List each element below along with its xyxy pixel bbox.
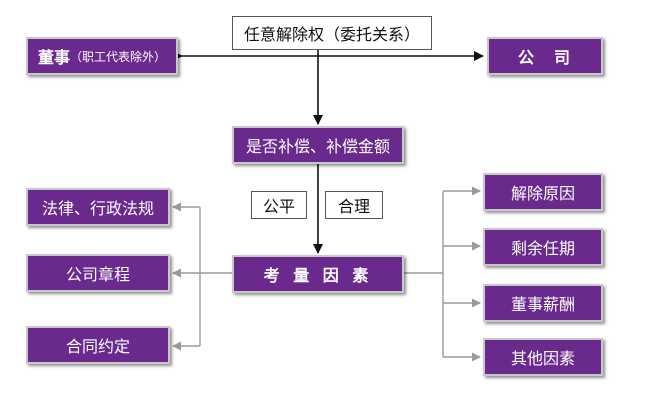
left-item-law: 法律、行政法规: [26, 188, 170, 226]
left-item-law-label: 法律、行政法规: [41, 199, 154, 218]
company-box: 公 司: [487, 37, 603, 75]
left-item-contract-label: 合同约定: [65, 337, 130, 356]
fair-label: 公平: [262, 197, 295, 216]
left-item-articles: 公司章程: [26, 254, 170, 292]
factors-box: 考 量 因 素: [232, 255, 404, 293]
reasonable-box: 合理: [325, 191, 383, 219]
compensation-label: 是否补偿、补偿金额: [245, 137, 390, 156]
reasonable-label: 合理: [337, 197, 370, 216]
right-item-reason-label: 解除原因: [510, 184, 575, 203]
company-label: 公 司: [517, 48, 572, 67]
right-item-term-label: 剩余任期: [510, 239, 575, 258]
termination-right-box: 任意解除权（委托关系）: [232, 16, 432, 50]
factors-label: 考 量 因 素: [263, 266, 373, 285]
compensation-box: 是否补偿、补偿金额: [232, 126, 404, 164]
termination-right-label: 任意解除权（委托关系）: [243, 25, 420, 44]
right-item-term: 剩余任期: [483, 228, 603, 266]
left-item-articles-label: 公司章程: [65, 265, 130, 284]
right-item-salary-label: 董事薪酬: [510, 295, 575, 314]
director-box: 董事（职工代表除外）: [26, 37, 178, 75]
right-item-other: 其他因素: [483, 338, 603, 376]
right-item-reason: 解除原因: [483, 173, 603, 211]
right-item-other-label: 其他因素: [510, 349, 575, 368]
left-item-contract: 合同约定: [26, 326, 170, 364]
director-label: 董事: [37, 48, 70, 67]
right-item-salary: 董事薪酬: [483, 284, 603, 322]
director-note: （职工代表除外）: [70, 49, 167, 64]
fair-box: 公平: [251, 191, 307, 219]
